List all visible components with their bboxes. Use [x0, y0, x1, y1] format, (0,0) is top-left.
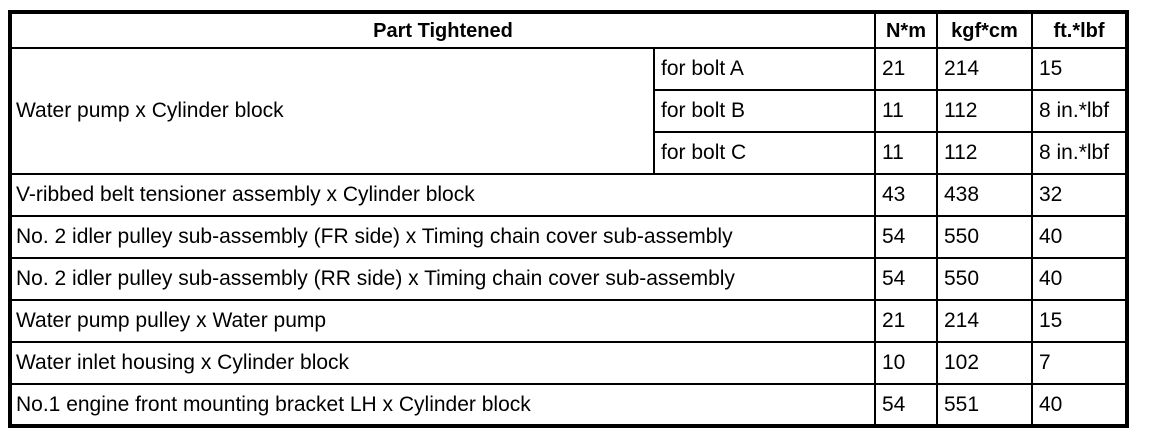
header-row: Part Tightened N*m kgf*cm ft.*lbf [9, 11, 1128, 49]
table-row-water-pump-pulley: Water pump pulley x Water pump 21 214 15 [9, 299, 1128, 343]
nm-value-cell: 11 [874, 89, 938, 133]
nm-value-cell: 43 [874, 173, 938, 217]
nm-value-cell: 10 [874, 341, 938, 385]
ftlbf-value-cell: 15 [1031, 47, 1128, 91]
ftlbf-value-cell: 7 [1031, 341, 1128, 385]
table-row-water-pump-bolt-a: Water pump x Cylinder block for bolt A 2… [9, 47, 1128, 175]
bolt-variant-cell: for bolt C [653, 131, 876, 175]
ftlbf-value-cell: 40 [1031, 257, 1128, 301]
table-row-water-inlet-housing: Water inlet housing x Cylinder block 10 … [9, 341, 1128, 385]
part-cell-water-pump: Water pump x Cylinder block [9, 47, 655, 175]
bolt-variant-cell: for bolt B [653, 89, 876, 133]
part-cell: No. 2 idler pulley sub-assembly (RR side… [9, 257, 876, 301]
part-cell: No.1 engine front mounting bracket LH x … [9, 383, 876, 427]
table-row-idler-pulley-rr: No. 2 idler pulley sub-assembly (RR side… [9, 257, 1128, 301]
kgfcm-value-cell: 550 [936, 215, 1033, 259]
column-header-nm: N*m [874, 11, 938, 49]
kgfcm-value-cell: 214 [936, 47, 1033, 91]
ftlbf-value-cell: 40 [1031, 215, 1128, 259]
kgfcm-value-cell: 438 [936, 173, 1033, 217]
torque-spec-table: Part Tightened N*m kgf*cm ft.*lbf Water … [8, 10, 1129, 428]
column-header-kgfcm: kgf*cm [936, 11, 1033, 49]
nm-value-cell: 11 [874, 131, 938, 175]
table-row-idler-pulley-fr: No. 2 idler pulley sub-assembly (FR side… [9, 215, 1128, 259]
nm-value-cell: 54 [874, 215, 938, 259]
table-row-belt-tensioner: V-ribbed belt tensioner assembly x Cylin… [9, 173, 1128, 217]
kgfcm-value-cell: 550 [936, 257, 1033, 301]
part-cell: V-ribbed belt tensioner assembly x Cylin… [9, 173, 876, 217]
ftlbf-value-cell: 8 in.*lbf [1031, 89, 1128, 133]
kgfcm-value-cell: 102 [936, 341, 1033, 385]
table-row-water-pump-bolt-c: for bolt C 11 112 8 in.*lbf [10, 131, 1128, 175]
column-header-part-tightened: Part Tightened [9, 11, 876, 49]
nm-value-cell: 21 [874, 299, 938, 343]
part-cell: No. 2 idler pulley sub-assembly (FR side… [9, 215, 876, 259]
nm-value-cell: 54 [874, 257, 938, 301]
kgfcm-value-cell: 551 [936, 383, 1033, 427]
bolt-variant-cell: for bolt A [653, 47, 876, 91]
kgfcm-value-cell: 112 [936, 131, 1033, 175]
ftlbf-value-cell: 8 in.*lbf [1031, 131, 1128, 175]
ftlbf-value-cell: 40 [1031, 383, 1128, 427]
column-header-ftlbf: ft.*lbf [1031, 11, 1128, 49]
nm-value-cell: 54 [874, 383, 938, 427]
part-cell: Water inlet housing x Cylinder block [9, 341, 876, 385]
kgfcm-value-cell: 214 [936, 299, 1033, 343]
part-cell: Water pump pulley x Water pump [9, 299, 876, 343]
table-row-water-pump-bolt-b: for bolt B 11 112 8 in.*lbf [10, 89, 1128, 133]
ftlbf-value-cell: 32 [1031, 173, 1128, 217]
nm-value-cell: 21 [874, 47, 938, 91]
table-row-engine-mounting-bracket: No.1 engine front mounting bracket LH x … [9, 383, 1128, 427]
kgfcm-value-cell: 112 [936, 89, 1033, 133]
ftlbf-value-cell: 15 [1031, 299, 1128, 343]
